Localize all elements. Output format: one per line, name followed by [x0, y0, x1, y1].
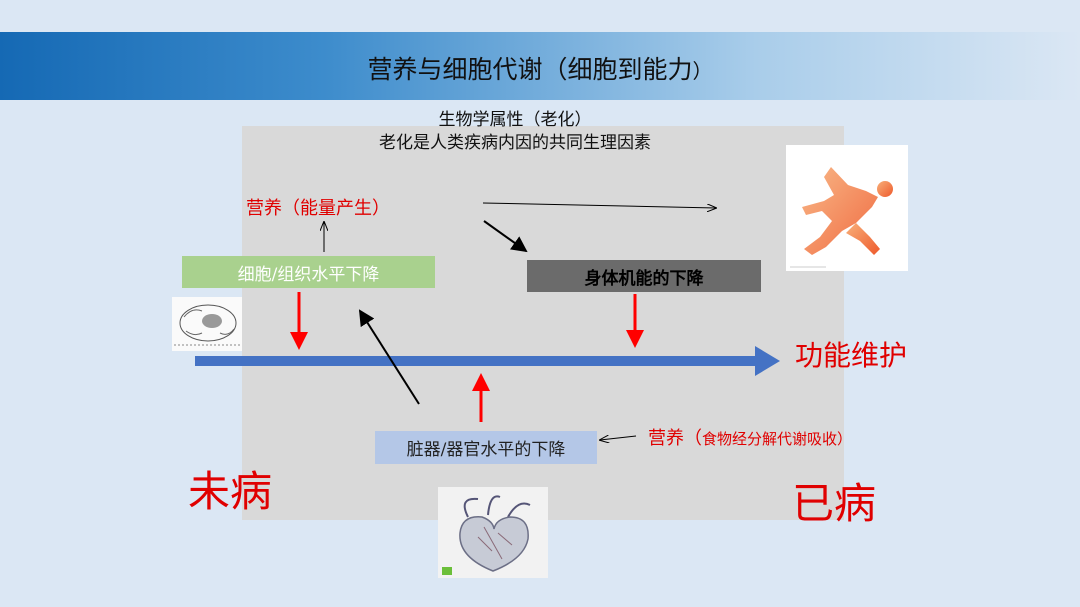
nutrition-energy-label: 营养（能量产生）: [246, 198, 390, 219]
arrow-nutrition-to-organ: [600, 436, 637, 440]
page-title: 营养与细胞代谢（细胞到能力）: [367, 55, 713, 84]
heart-illustration-image: [438, 487, 548, 578]
nutrition-digest-label: 营养（食物经分解代谢吸收）: [648, 428, 853, 449]
organ-box: 脏器/器官水平的下降: [375, 431, 597, 464]
body-function-box: 身体机能的下降: [527, 260, 761, 292]
runner-image: [786, 145, 908, 271]
arrow-to-body-function: [483, 220, 528, 253]
header-line1: 生物学属性（老化）: [438, 110, 592, 130]
not-ill-label: 未病: [188, 467, 273, 516]
cell-tissue-box: 细胞/组织水平下降: [182, 256, 435, 288]
arrow-to-runner: [482, 202, 716, 208]
ill-label: 已病: [792, 479, 877, 528]
title-banner: 营养与细胞代谢（细胞到能力）: [0, 32, 1080, 100]
arrow-organ-to-cell: [358, 309, 420, 405]
cell-diagram-image: [172, 297, 242, 351]
main-timeline-arrow: [195, 346, 780, 376]
function-maintenance-label: 功能维护: [795, 339, 908, 372]
header-line2: 老化是人类疾病内因的共同生理因素: [379, 133, 651, 153]
